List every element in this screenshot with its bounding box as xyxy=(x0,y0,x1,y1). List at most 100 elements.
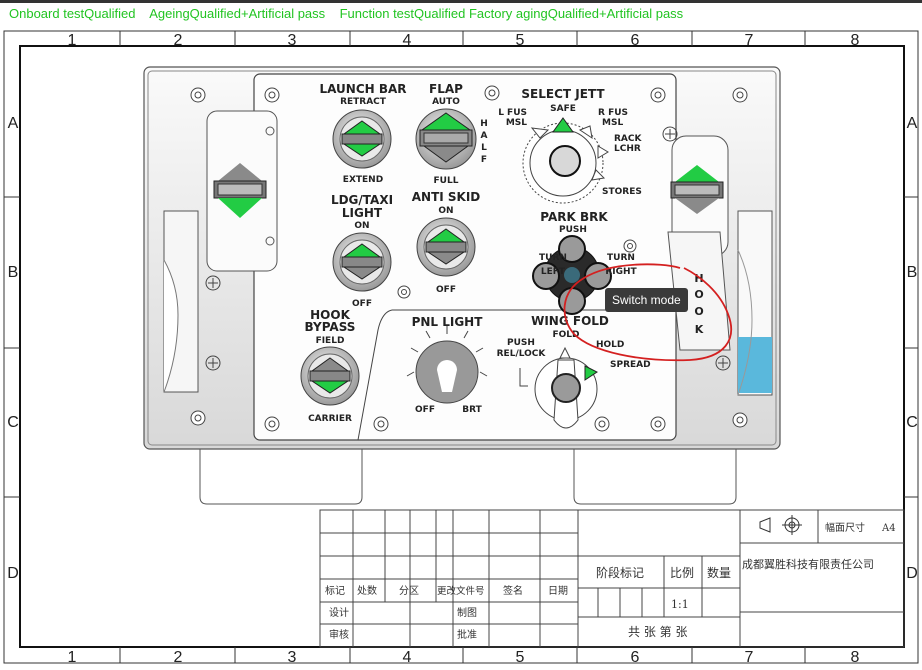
row-label: B xyxy=(907,264,918,281)
col-label: 8 xyxy=(851,649,860,666)
row-label: B xyxy=(8,264,19,281)
col-label: 1 xyxy=(68,32,77,49)
hook-label: H O O K xyxy=(694,272,703,336)
anti-skid-labels: ANTI SKID ON OFF xyxy=(412,190,481,295)
park-brake-right: RIGHT xyxy=(605,267,637,277)
ldg-taxi-title2: LIGHT xyxy=(342,206,383,220)
hook-bypass-switch[interactable] xyxy=(300,346,360,406)
left-handle-bracket[interactable] xyxy=(163,110,278,393)
hook-bypass-labels: HOOK BYPASS FIELD CARRIER xyxy=(305,308,356,424)
mounting-lugs xyxy=(199,446,737,505)
wing-fold-lever[interactable] xyxy=(519,346,598,429)
review-label: 审核 xyxy=(329,628,349,641)
approve-label: 批准 xyxy=(457,628,477,641)
column-labels-top: 1 2 3 4 5 6 7 8 xyxy=(68,32,860,49)
select-jett-safe: SAFE xyxy=(550,104,576,114)
flap-half-letter: A xyxy=(481,131,488,141)
rev-header: 标记 xyxy=(325,585,345,597)
anti-skid-on: ON xyxy=(438,206,453,216)
park-brake-control[interactable] xyxy=(532,235,612,315)
launch-bar-extend: EXTEND xyxy=(343,175,383,185)
flap-title: FLAP xyxy=(429,82,463,96)
launch-bar-title: LAUNCH BAR xyxy=(319,82,406,96)
wing-fold-spread: SPREAD xyxy=(610,360,651,370)
select-jett-rfus: R FUS xyxy=(598,108,628,118)
panel-light-labels: PNL LIGHT OFF BRT xyxy=(412,315,484,415)
wing-fold-hold: HOLD xyxy=(596,340,624,350)
hook-letter: K xyxy=(695,323,704,336)
scale-value: 1:1 xyxy=(671,598,689,611)
col-label: 5 xyxy=(516,32,525,49)
ldg-taxi-title: LDG/TAXI xyxy=(331,193,393,207)
col-label: 3 xyxy=(288,649,297,666)
hook-bypass-carrier: CARRIER xyxy=(308,414,352,424)
panel-light-knob[interactable] xyxy=(406,326,488,404)
rev-header: 日期 xyxy=(548,585,568,597)
column-labels-bottom: 1 2 3 4 5 6 7 8 xyxy=(68,649,860,666)
select-jett-rack: RACK xyxy=(614,134,643,144)
row-label: C xyxy=(7,414,19,431)
ldg-taxi-on: ON xyxy=(354,221,369,231)
sheet-size-label: 幅面尺寸 xyxy=(825,521,865,534)
rev-header: 处数 xyxy=(357,584,377,597)
sheet-size: A4 xyxy=(881,523,896,534)
scale-label: 比例 xyxy=(670,566,694,580)
launch-bar-retract: RETRACT xyxy=(340,97,387,107)
select-jett-lfus: L FUS xyxy=(498,108,527,118)
park-brake-push: PUSH xyxy=(559,225,587,235)
select-jett-lmsl: MSL xyxy=(506,118,527,128)
wing-fold-title: WING FOLD xyxy=(531,314,609,328)
anti-skid-switch[interactable] xyxy=(416,217,476,277)
hook-letter: O xyxy=(694,305,703,318)
ldg-taxi-light-switch[interactable] xyxy=(332,232,392,292)
sheets-text: 共 张 第 张 xyxy=(628,625,687,639)
wing-fold-push: PUSH xyxy=(507,338,535,348)
hook-bypass-title: HOOK xyxy=(310,308,350,322)
stage-mark: 阶段标记 xyxy=(596,565,644,580)
panel-light-brt: BRT xyxy=(462,405,482,415)
anti-skid-title: ANTI SKID xyxy=(412,190,481,204)
row-label: D xyxy=(906,565,918,582)
hook-bypass-title2: BYPASS xyxy=(305,320,356,334)
launch-bar-labels: LAUNCH BAR RETRACT EXTEND xyxy=(319,82,406,185)
flap-full: FULL xyxy=(434,176,459,186)
flap-switch[interactable] xyxy=(415,108,477,170)
wing-fold-fold: FOLD xyxy=(552,330,579,340)
hook-letter: O xyxy=(694,288,703,301)
drawing-canvas: 1 2 3 4 5 6 7 8 1 2 3 4 5 6 7 8 A B C D … xyxy=(3,30,919,666)
title-block-text: 幅面尺寸 A4 成都翼胜科技有限责任公司 阶段标记 比例 数量 1:1 共 张 … xyxy=(325,521,896,641)
row-label: A xyxy=(907,115,918,132)
switch-mode-tooltip: Switch mode xyxy=(605,288,688,312)
rev-header: 更改文件号 xyxy=(437,585,485,597)
launch-bar-switch[interactable] xyxy=(332,109,392,169)
park-brake-labels: PARK BRK PUSH TURN LEFT TURN RIGHT xyxy=(539,210,637,277)
row-label: A xyxy=(8,115,19,132)
park-brake-title: PARK BRK xyxy=(540,210,608,224)
col-label: 5 xyxy=(516,649,525,666)
select-jett-knob[interactable] xyxy=(522,117,609,204)
projection-symbol-icon xyxy=(759,515,802,535)
red-annotation-circle xyxy=(563,263,733,362)
col-label: 4 xyxy=(403,649,412,666)
col-label: 3 xyxy=(288,32,297,49)
left-indicator-icon xyxy=(213,163,267,218)
flap-half-letter: L xyxy=(481,143,487,153)
wing-fold-labels: WING FOLD FOLD HOLD SPREAD PUSH REL/LOCK xyxy=(497,314,651,370)
rev-header: 分区 xyxy=(399,585,419,597)
hook-letter: H xyxy=(694,272,703,285)
col-label: 2 xyxy=(174,32,183,49)
hook-indicator-icon xyxy=(670,165,724,214)
flap-half-letter: H xyxy=(480,119,488,129)
park-brake-left: LEFT xyxy=(541,267,566,277)
flap-half-letter: F xyxy=(481,155,487,165)
panel-light-title: PNL LIGHT xyxy=(412,315,484,329)
select-jett-lchr: LCHR xyxy=(614,144,641,154)
top-border xyxy=(0,0,922,3)
draw-label: 制图 xyxy=(457,606,477,619)
anti-skid-off: OFF xyxy=(436,285,456,295)
status-line: Onboard testQualified AgeingQualified+Ar… xyxy=(9,6,684,21)
park-brake-turn-right: TURN xyxy=(607,253,635,263)
col-label: 4 xyxy=(403,32,412,49)
ldg-taxi-off: OFF xyxy=(352,299,372,309)
select-jett-stores: STORES xyxy=(602,187,642,197)
